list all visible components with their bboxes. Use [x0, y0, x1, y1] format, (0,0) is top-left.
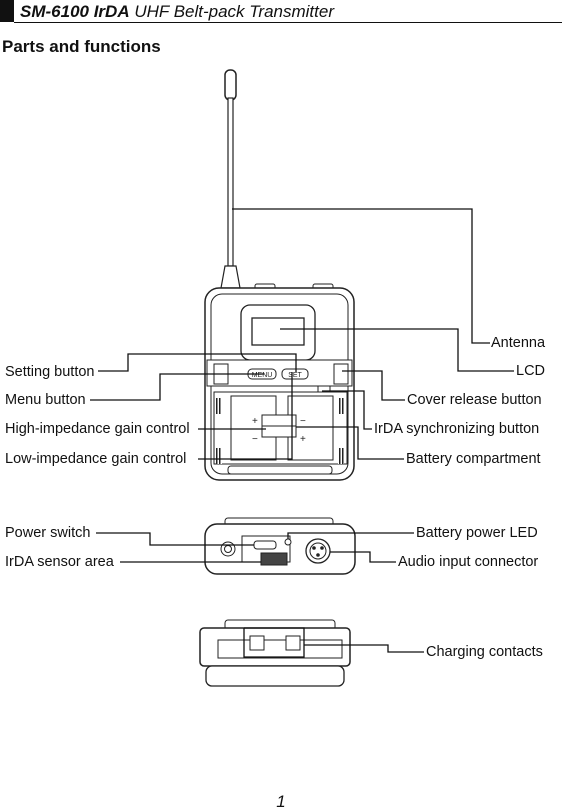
menu-key-text: MENU	[252, 372, 273, 379]
label-high-gain: High-impedance gain control	[5, 421, 190, 437]
label-setting-button: Setting button	[5, 364, 95, 380]
leader-cover-release	[342, 370, 405, 401]
header-model: SM-6100 IrDA	[20, 2, 130, 21]
callout-leader-lines	[90, 208, 514, 658]
lcd-screen	[251, 317, 305, 346]
header-block	[0, 0, 14, 22]
leader-low-gain	[198, 372, 293, 460]
transmitter-top-view	[199, 619, 351, 687]
charging-contact-right	[285, 635, 301, 651]
header-title: SM-6100 IrDA UHF Belt-pack Transmitter	[20, 2, 334, 22]
leader-antenna	[232, 208, 490, 344]
leader-battery-compartment	[296, 426, 404, 460]
label-low-gain: Low-impedance gain control	[5, 451, 187, 467]
label-irda-sensor: IrDA sensor area	[5, 554, 114, 570]
battery-led-dot	[284, 538, 292, 546]
leader-lcd	[280, 328, 514, 372]
leader-battery-led	[287, 532, 414, 539]
charging-contact-left	[249, 635, 265, 651]
label-battery-compartment: Battery compartment	[406, 451, 541, 467]
label-cover-release: Cover release button	[407, 392, 542, 408]
leader-setting-button	[98, 353, 297, 372]
svg-text:−: −	[300, 416, 306, 427]
leader-power-switch	[96, 532, 254, 546]
label-charging-contacts: Charging contacts	[426, 644, 543, 660]
leader-audio-input	[330, 551, 396, 563]
set-key	[281, 368, 309, 380]
leader-irda-sync	[322, 390, 372, 430]
label-irda-sync: IrDA synchronizing button	[374, 421, 540, 437]
transmitter-bottom-view	[204, 517, 356, 575]
page-number: 1	[276, 792, 286, 811]
transmitter-front-view: MENU SET + − − +	[204, 69, 355, 481]
label-lcd: LCD	[516, 363, 546, 379]
leader-charging-contacts	[243, 627, 305, 658]
irda-sensor-window	[260, 552, 288, 566]
leader-menu-button	[90, 373, 264, 401]
leader-charging-contacts-tail	[304, 644, 424, 653]
header-subtitle: UHF Belt-pack Transmitter	[134, 2, 334, 21]
antenna-tip	[224, 69, 237, 101]
antenna-rod	[227, 97, 234, 267]
label-menu-button: Menu button	[5, 392, 86, 408]
label-power-switch: Power switch	[5, 525, 91, 541]
section-title: Parts and functions	[2, 37, 161, 56]
set-key-text: SET	[288, 372, 302, 379]
power-switch-key	[253, 540, 277, 550]
header-rule	[14, 22, 562, 23]
label-battery-led: Battery power LED	[416, 525, 538, 541]
svg-text:+: +	[300, 434, 306, 445]
svg-text:+: +	[252, 416, 258, 427]
label-audio-input: Audio input connector	[398, 554, 539, 570]
antenna-base	[220, 265, 241, 289]
svg-text:−: −	[252, 434, 258, 445]
page-header: SM-6100 IrDA UHF Belt-pack Transmitter	[0, 0, 562, 24]
label-antenna: Antenna	[491, 335, 546, 351]
